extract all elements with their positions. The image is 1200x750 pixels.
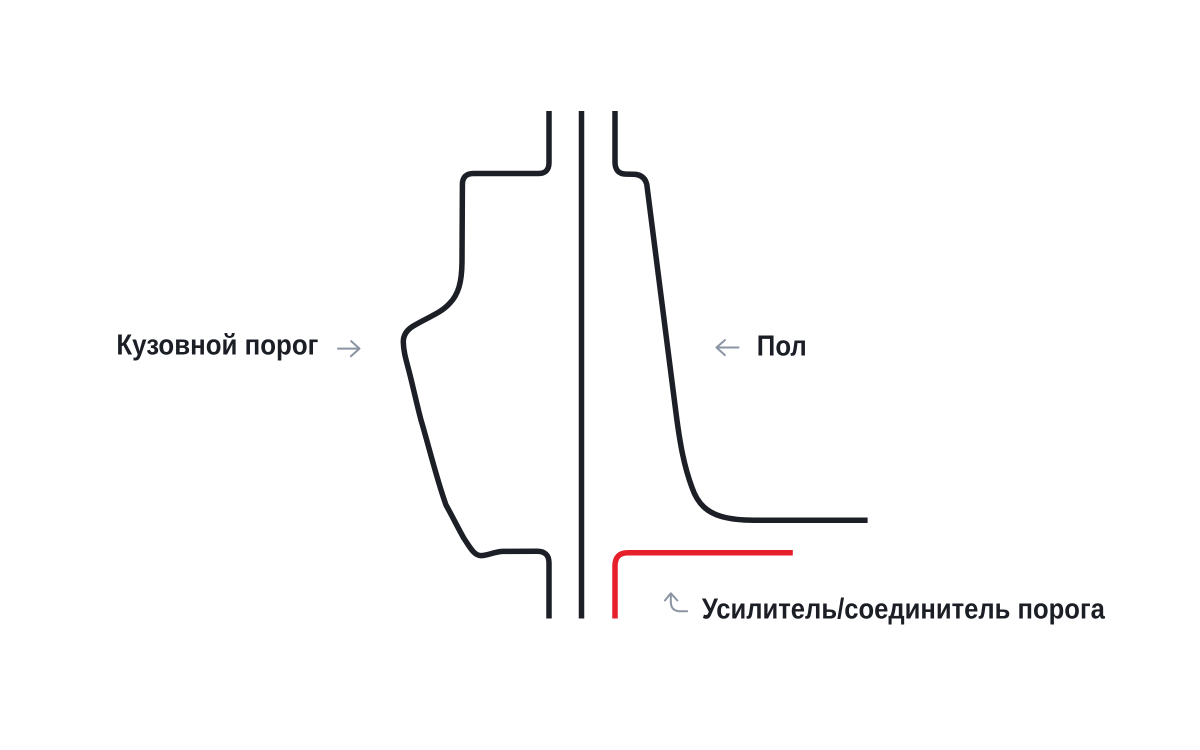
svg-text:Кузовной порог: Кузовной порог [116,330,318,362]
svg-text:Усилитель/соединитель порога: Усилитель/соединитель порога [702,593,1106,625]
svg-text:Пол: Пол [757,331,807,363]
